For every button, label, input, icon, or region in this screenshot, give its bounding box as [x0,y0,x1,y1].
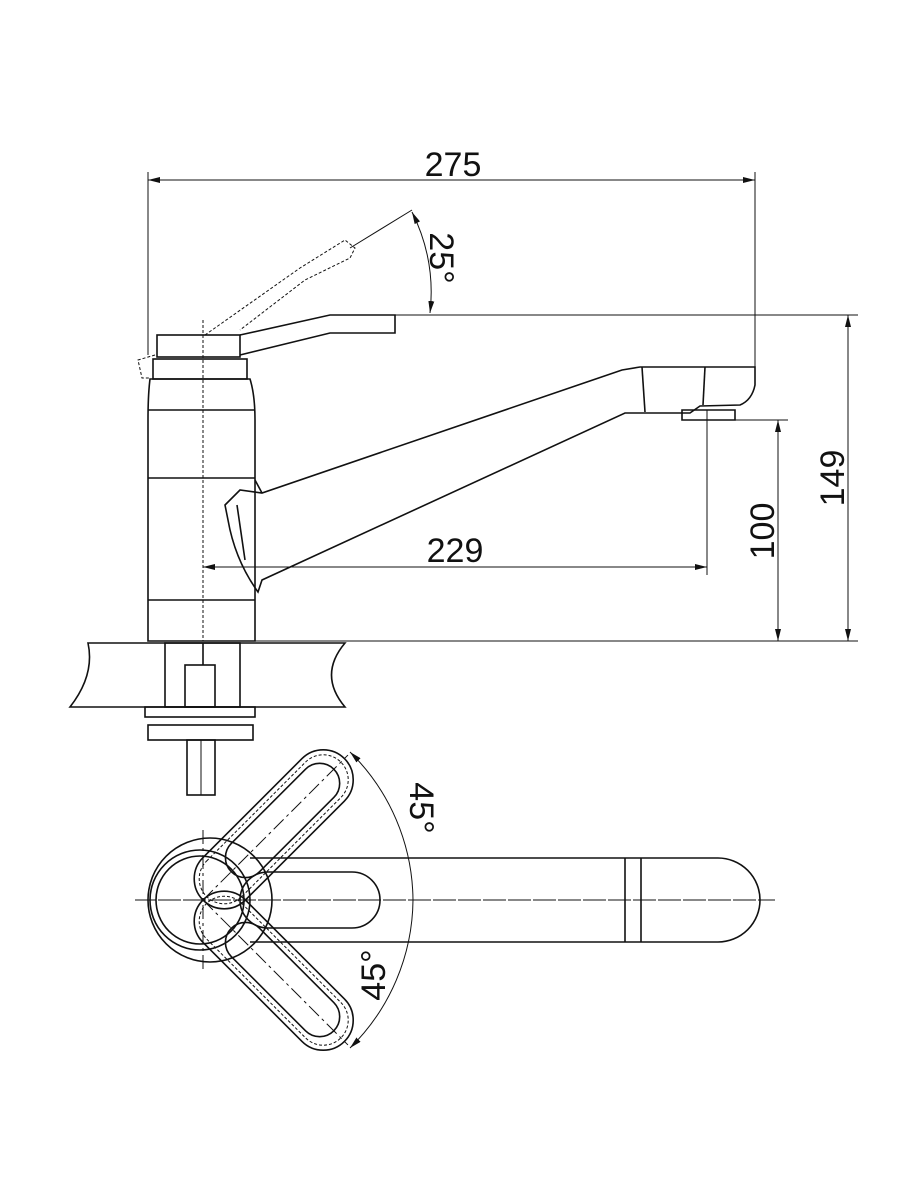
dimension-229-label: 229 [427,532,484,570]
countertop-section [68,642,347,796]
lever-left-position [193,748,355,910]
dimension-275-label: 275 [425,146,482,184]
dimension-100: 100 [744,420,782,641]
dimension-25-deg: 25° [349,209,460,314]
dimension-149: 149 [814,315,852,641]
dimension-45-deg-lower-label: 45° [355,949,393,1000]
dimension-100-label: 100 [744,503,782,560]
side-view: 275 229 100 149 25° [68,146,858,796]
dimension-45-deg-upper-label: 45° [402,782,440,833]
dimension-25-deg-label: 25° [422,232,460,283]
lever-right-position [193,890,355,1052]
dimension-275: 275 [148,146,755,184]
dimension-149-label: 149 [814,450,852,507]
top-view: 45° 45° [135,748,775,1052]
dimension-229: 229 [203,532,707,570]
spout [224,366,756,594]
faucet-body [137,239,396,642]
